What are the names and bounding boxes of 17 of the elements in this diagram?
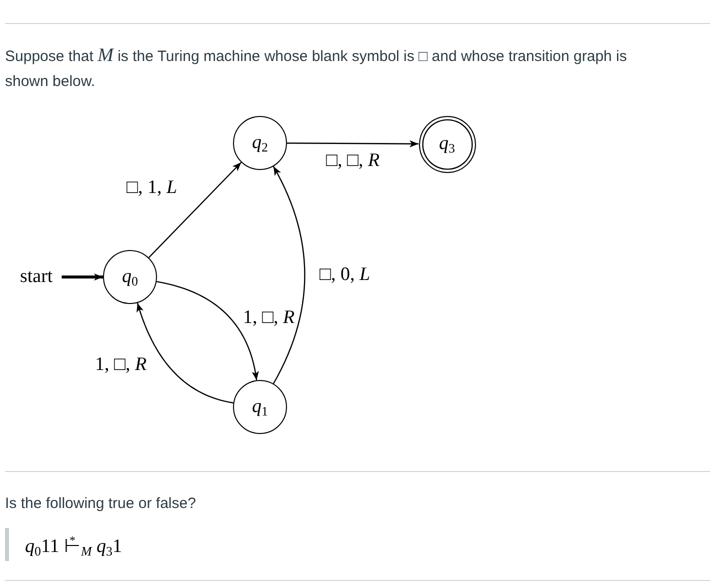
transition-arrow [156, 281, 259, 380]
intro-paragraph: Suppose that M is the Turing machine whose blank symbol is □ and whose transition graph is shown below. [5, 44, 628, 92]
state-circle [233, 116, 287, 170]
state-label: q$_{1}$ [252, 396, 268, 418]
start-arrow [62, 273, 103, 281]
state-label: q$_{2}$ [252, 132, 268, 154]
question-text: Is the following true or false? [5, 494, 197, 514]
transition-arrow [148, 162, 242, 258]
transition-arrow [136, 302, 234, 404]
edge-label: □, 0, L [318, 264, 372, 286]
state-label: q$_{0}$ [122, 266, 138, 288]
state-circle [233, 380, 287, 434]
transition-arrow [272, 166, 306, 384]
state-circle [103, 250, 157, 304]
transition-arrow [287, 140, 418, 148]
state-label: q$_{3}$ [439, 133, 455, 155]
start-label: start [20, 266, 53, 288]
